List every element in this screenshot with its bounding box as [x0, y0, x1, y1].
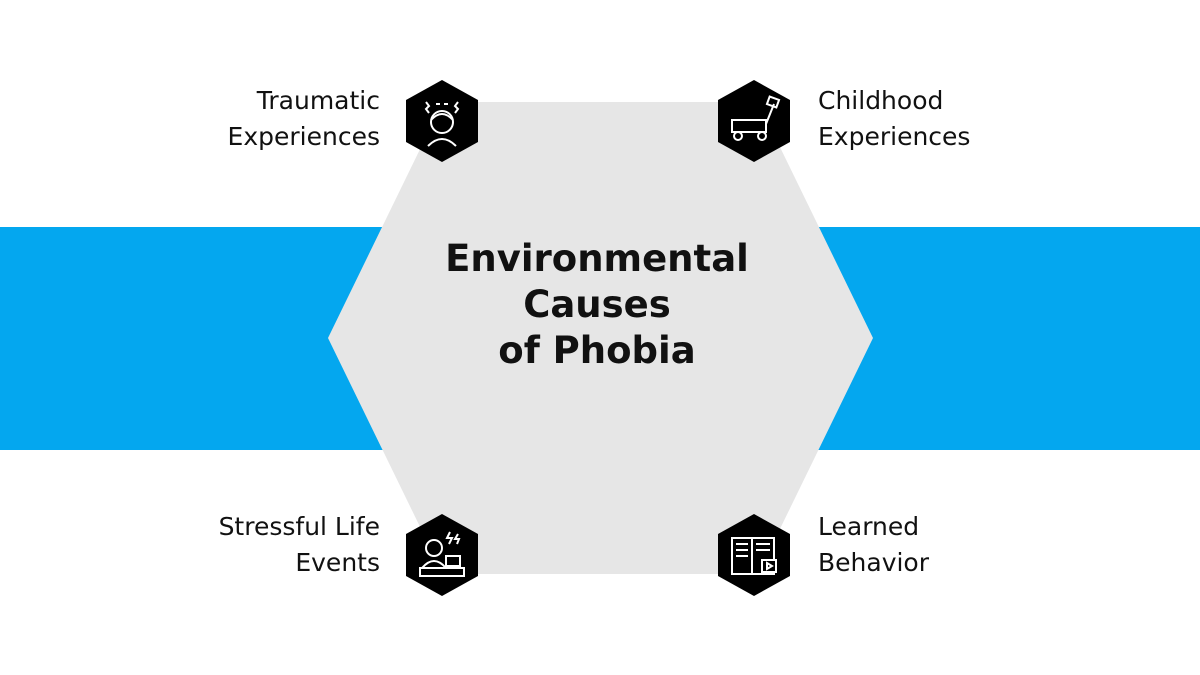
label-line: Experiences [227, 122, 380, 151]
label-learned-behavior: Learned Behavior [818, 509, 929, 581]
book-video-icon [718, 514, 790, 596]
toy-wagon-icon [718, 80, 790, 162]
label-childhood-experiences: Childhood Experiences [818, 83, 970, 155]
label-line: Behavior [818, 548, 930, 577]
center-title: Environmental Causes of Phobia [397, 236, 797, 374]
label-line: Traumatic [256, 86, 380, 115]
title-line: of Phobia [498, 329, 696, 372]
title-line: Environmental [445, 237, 749, 280]
stressed-person-icon [406, 80, 478, 162]
label-line: Learned [818, 512, 920, 541]
label-traumatic-experiences: Traumatic Experiences [228, 83, 380, 155]
label-line: Events [295, 548, 380, 577]
label-stressful-life-events: Stressful Life Events [219, 509, 380, 581]
label-line: Experiences [818, 122, 971, 151]
title-line: Causes [523, 283, 671, 326]
overworked-person-icon [406, 514, 478, 596]
label-line: Childhood [818, 86, 944, 115]
label-line: Stressful Life [218, 512, 380, 541]
